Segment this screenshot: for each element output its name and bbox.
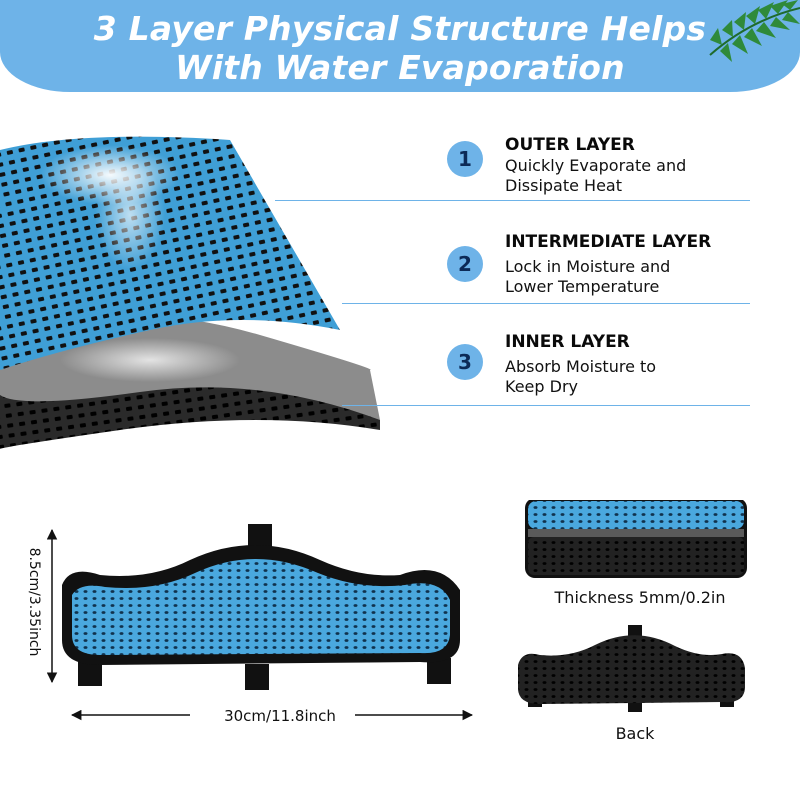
- layer-desc-line-2: Lower Temperature: [505, 277, 660, 296]
- layer-item-outer: 1 OUTER LAYER Quickly Evaporate and Diss…: [440, 135, 800, 205]
- palm-leaf-icon: [709, 0, 800, 62]
- layer-item-inner: 3 INNER LAYER Absorb Moisture to Keep Dr…: [440, 332, 800, 402]
- layer-title: INTERMEDIATE LAYER: [505, 232, 712, 252]
- height-dimension-label: 8.5cm/3.35inch: [26, 547, 42, 657]
- divider-line: [342, 405, 750, 406]
- page-title-line-1: 3 Layer Physical Structure Helps: [93, 9, 707, 48]
- sweatband-front: [62, 524, 460, 690]
- thickness-swatch: [525, 500, 747, 578]
- layer-desc-line-1: Lock in Moisture and: [505, 257, 671, 276]
- layer-desc-line-1: Absorb Moisture to: [505, 357, 657, 376]
- divider-line: [342, 303, 750, 304]
- layer-number-badge: 3: [447, 344, 483, 380]
- page-title-line-2: With Water Evaporation: [175, 48, 625, 87]
- layer-desc-line-2: Keep Dry: [505, 377, 578, 396]
- layer-desc-line-2: Dissipate Heat: [505, 176, 622, 195]
- steam-icon: [40, 145, 240, 382]
- thickness-label: Thickness 5mm/0.2in: [554, 588, 726, 607]
- layer-item-intermediate: 2 INTERMEDIATE LAYER Lock in Moisture an…: [440, 232, 800, 302]
- back-view-caption: Back: [615, 724, 655, 743]
- width-dimension-label: 30cm/11.8inch: [224, 707, 336, 725]
- layer-structure-illustration: [0, 136, 380, 450]
- layer-title: OUTER LAYER: [505, 135, 635, 155]
- divider-line: [275, 200, 750, 201]
- layer-number-badge: 1: [447, 141, 483, 177]
- layer-desc-line-1: Quickly Evaporate and: [505, 156, 687, 175]
- header-banner: [0, 0, 800, 92]
- layer-title: INNER LAYER: [505, 332, 630, 352]
- product-illustration: [46, 500, 747, 721]
- layer-number-badge: 2: [447, 246, 483, 282]
- sweatband-back: [518, 625, 745, 712]
